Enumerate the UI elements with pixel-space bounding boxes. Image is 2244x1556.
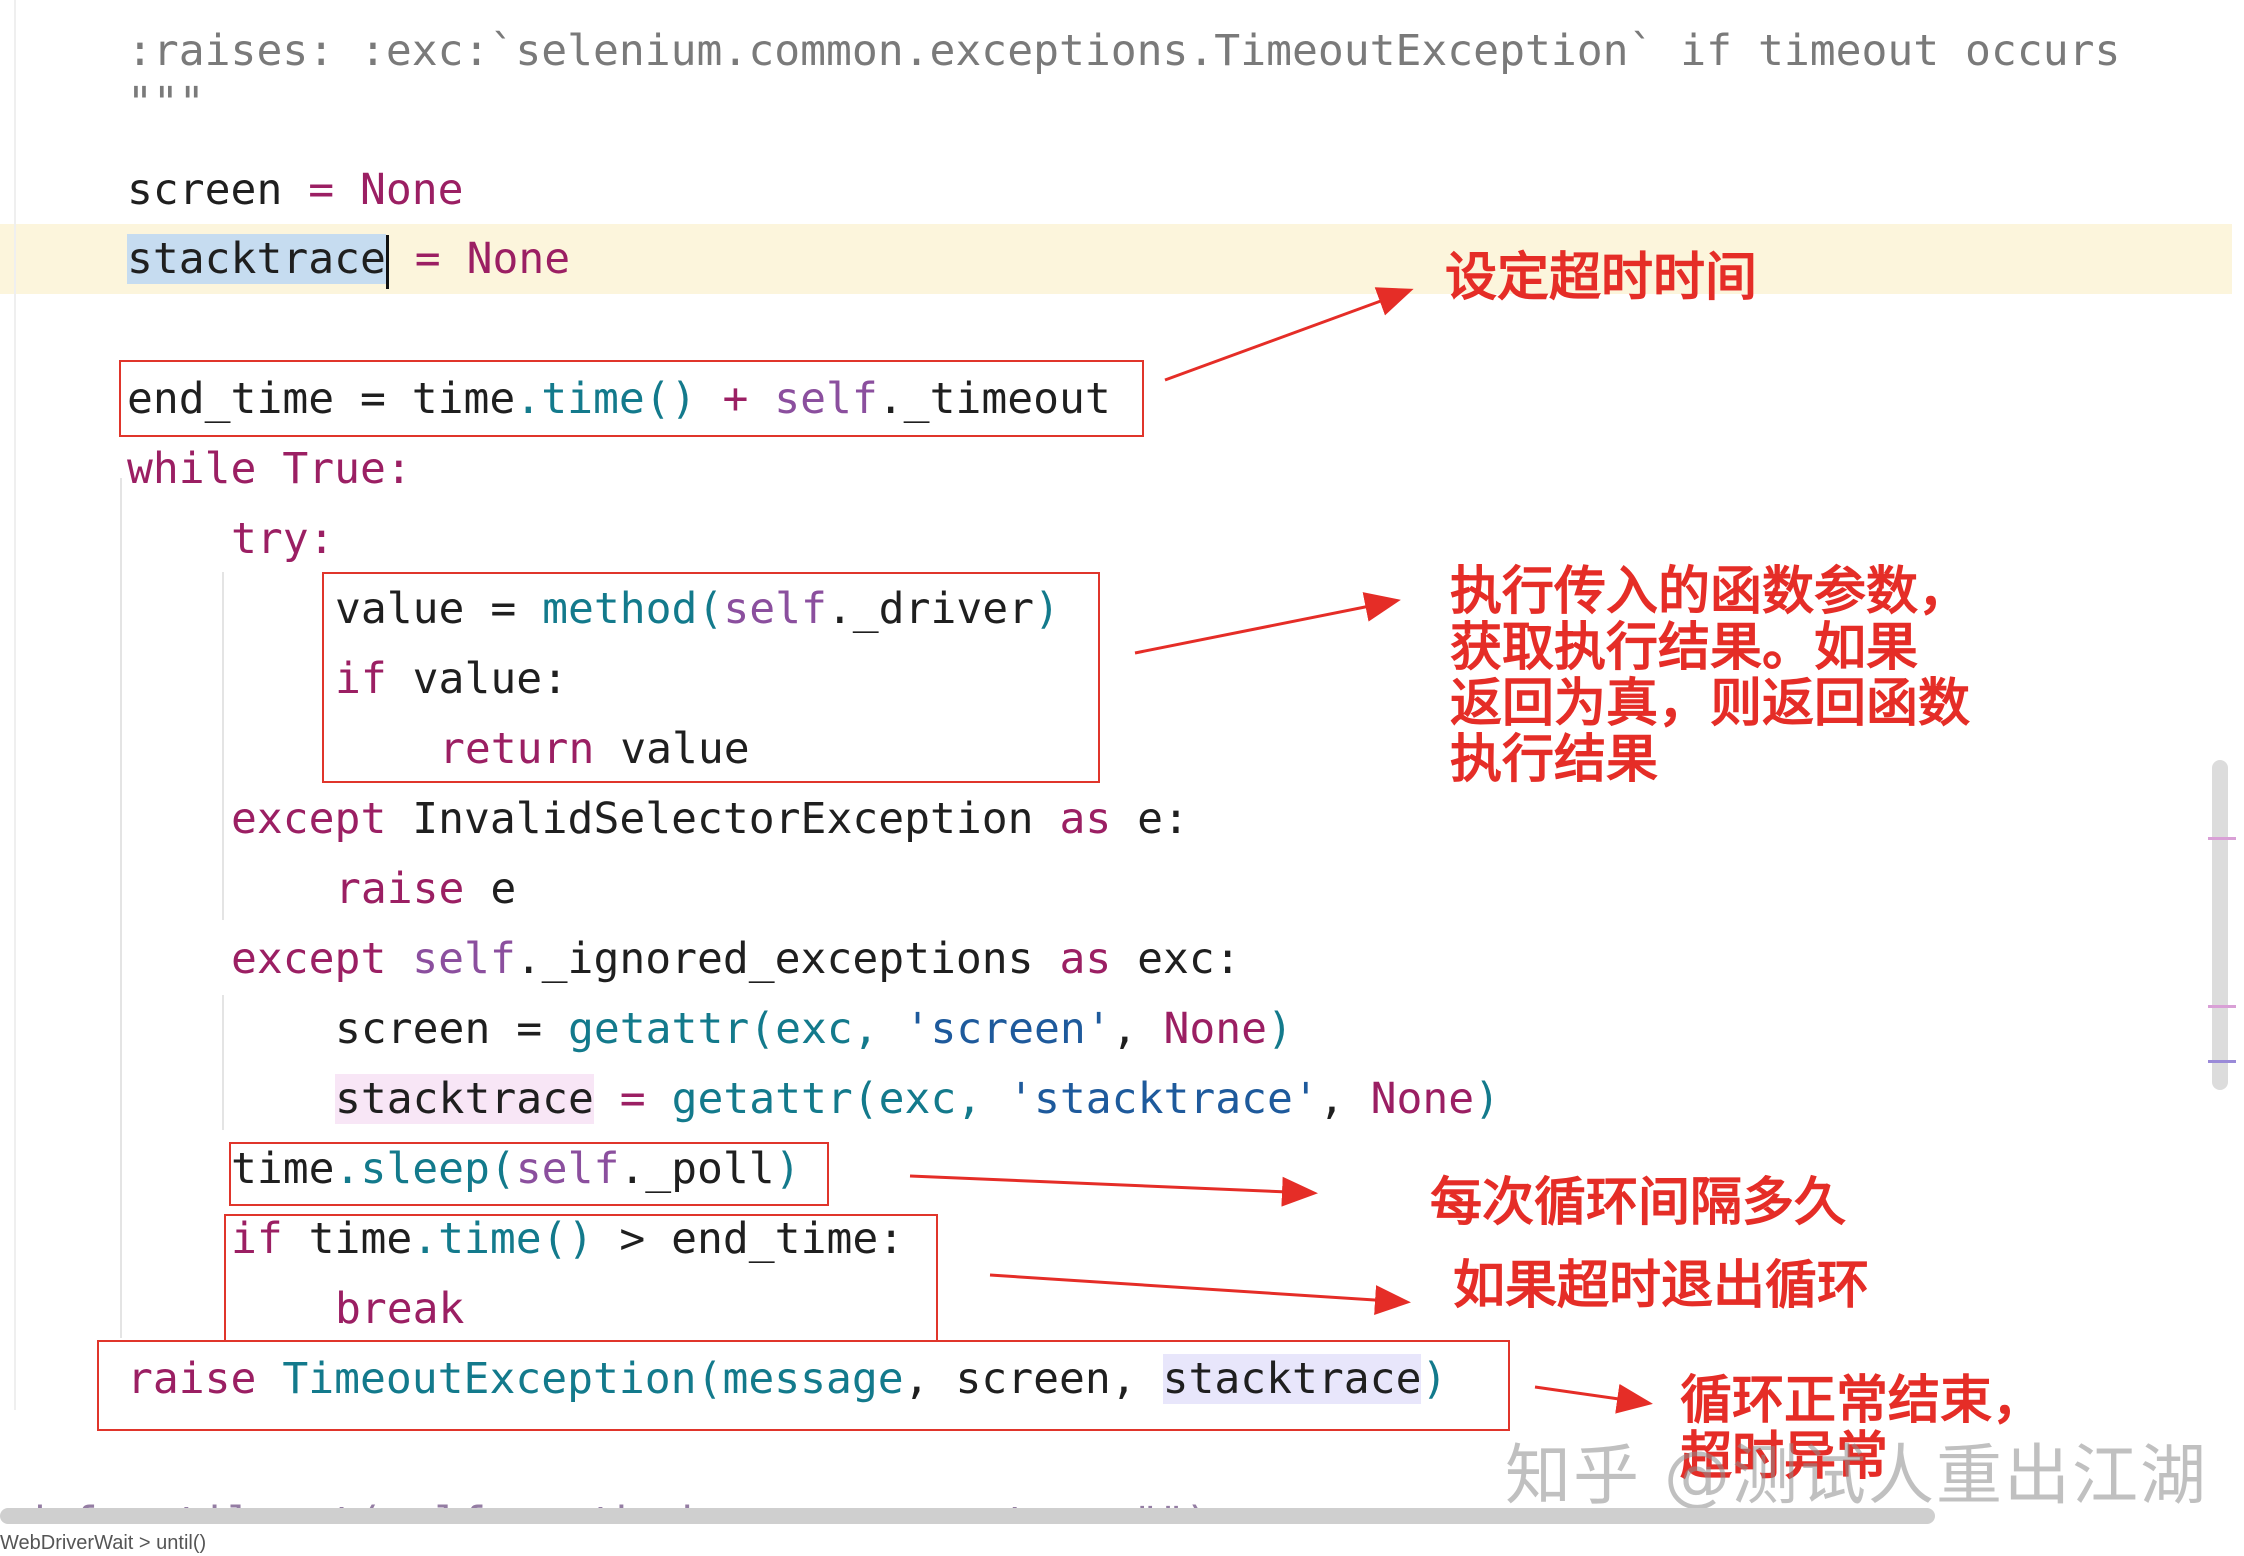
code-editor[interactable]: :raises: :exc:`selenium.common.exception… xyxy=(0,0,2244,1510)
code-line-value: value = method(self._driver) xyxy=(335,584,1060,634)
annotation-box-method-call xyxy=(322,572,1100,783)
code-line-raise-timeout: raise TimeoutException(message, screen, … xyxy=(127,1354,1448,1404)
code-line-stacktrace[interactable]: stacktrace = None xyxy=(127,224,570,294)
vertical-scrollbar[interactable] xyxy=(2212,760,2228,1090)
code-line-end-time: end_time = time.time() + self._timeout xyxy=(127,374,1111,424)
code-line-getattr-screen: screen = getattr(exc, 'screen', None) xyxy=(335,1004,1293,1054)
arrow-poll-interval xyxy=(909,1174,1318,1207)
code-line-return: return value xyxy=(439,724,750,774)
code-line-screen: screen = None xyxy=(127,165,464,215)
code-line-getattr-stacktrace: stacktrace = getattr(exc, 'stacktrace', … xyxy=(335,1074,1501,1124)
arrow-set-timeout xyxy=(1164,287,1414,382)
gutter-divider xyxy=(14,0,16,1410)
scroll-marker xyxy=(2208,837,2236,840)
code-line-docstring: :raises: :exc:`selenium.common.exception… xyxy=(127,26,2121,76)
breadcrumb[interactable]: WebDriverWait > until() xyxy=(0,1532,207,1554)
text-cursor xyxy=(385,234,389,289)
code-line-break: break xyxy=(335,1284,465,1334)
code-line-while: while True: xyxy=(127,444,412,494)
indent-guide xyxy=(222,572,224,917)
scroll-marker xyxy=(2208,1060,2236,1063)
note-poll-interval: 每次循环间隔多久 xyxy=(1430,1173,1847,1233)
arrow-timeout-break xyxy=(989,1273,1411,1316)
watermark: 知乎 @测试人重出江湖 xyxy=(1505,1437,2208,1514)
code-line-except-ignored: except self._ignored_exceptions as exc: xyxy=(231,934,1241,984)
arrow-loop-end xyxy=(1534,1383,1653,1414)
indent-guide xyxy=(222,855,224,920)
annotation-box-sleep xyxy=(229,1142,829,1206)
code-line-partial-next-def: def until_not(self, method, message: str… xyxy=(20,1488,1211,1510)
note-exec-method: 执行传入的函数参数， 获取执行结果。如果 返回为真，则返回函数 执行结果 xyxy=(1450,562,1971,790)
indent-guide xyxy=(120,478,122,1338)
code-line-raise-e: raise e xyxy=(335,864,517,914)
note-set-timeout: 设定超时时间 xyxy=(1445,248,1758,308)
selected-text: stacktrace xyxy=(127,234,386,284)
code-line-try: try: xyxy=(231,514,335,564)
arrow-exec-method xyxy=(1134,592,1401,655)
annotation-box-raise xyxy=(97,1340,1510,1431)
scroll-marker xyxy=(2208,1005,2236,1008)
indent-guide xyxy=(222,995,224,1130)
code-line-except-invalid: except InvalidSelectorException as e: xyxy=(231,794,1189,844)
code-line-docstring-end: """ xyxy=(127,78,205,128)
annotation-box-end-time xyxy=(119,360,1144,437)
note-loop-end: 循环正常结束， 超时异常 xyxy=(1680,1371,2045,1487)
horizontal-scrollbar[interactable] xyxy=(0,1508,1935,1524)
note-timeout-break: 如果超时退出循环 xyxy=(1453,1256,1870,1316)
code-line-if-value: if value: xyxy=(335,654,568,704)
code-line-sleep: time.sleep(self._poll) xyxy=(231,1144,801,1194)
code-line-if-time: if time.time() > end_time: xyxy=(231,1214,905,1264)
annotation-arrows xyxy=(909,287,1653,1414)
